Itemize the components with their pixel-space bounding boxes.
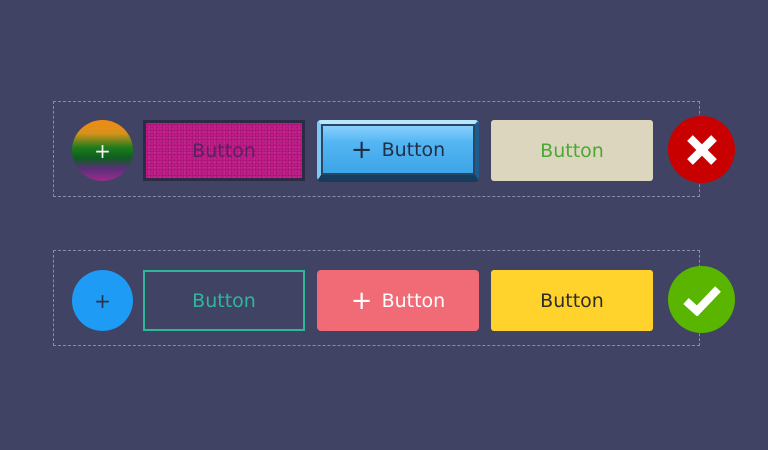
button-label: Button bbox=[540, 139, 604, 162]
close-icon-glyph bbox=[686, 134, 717, 165]
gradient-add-circle-button[interactable]: + bbox=[72, 120, 133, 181]
button-label: Button bbox=[192, 139, 256, 162]
beveled-blue-add-button[interactable]: + Button bbox=[317, 120, 479, 181]
plus-icon: + bbox=[350, 285, 373, 316]
plus-icon: + bbox=[350, 134, 373, 165]
outline-teal-button[interactable]: Button bbox=[143, 270, 305, 331]
textured-magenta-button[interactable]: Button bbox=[143, 120, 305, 181]
pink-add-button[interactable]: + Button bbox=[317, 270, 479, 331]
button-label: Button bbox=[381, 138, 446, 161]
check-icon[interactable] bbox=[668, 266, 735, 333]
close-icon[interactable] bbox=[668, 116, 735, 183]
flat-beige-button[interactable]: Button bbox=[491, 120, 653, 181]
button-label: Button bbox=[540, 289, 604, 312]
plus-icon: + bbox=[94, 138, 111, 163]
plus-icon: + bbox=[94, 288, 111, 313]
blue-add-circle-button[interactable]: + bbox=[72, 270, 133, 331]
button-label: Button bbox=[192, 289, 256, 312]
button-label: Button bbox=[381, 289, 446, 312]
check-icon-glyph bbox=[682, 285, 721, 316]
yellow-button[interactable]: Button bbox=[491, 270, 653, 331]
